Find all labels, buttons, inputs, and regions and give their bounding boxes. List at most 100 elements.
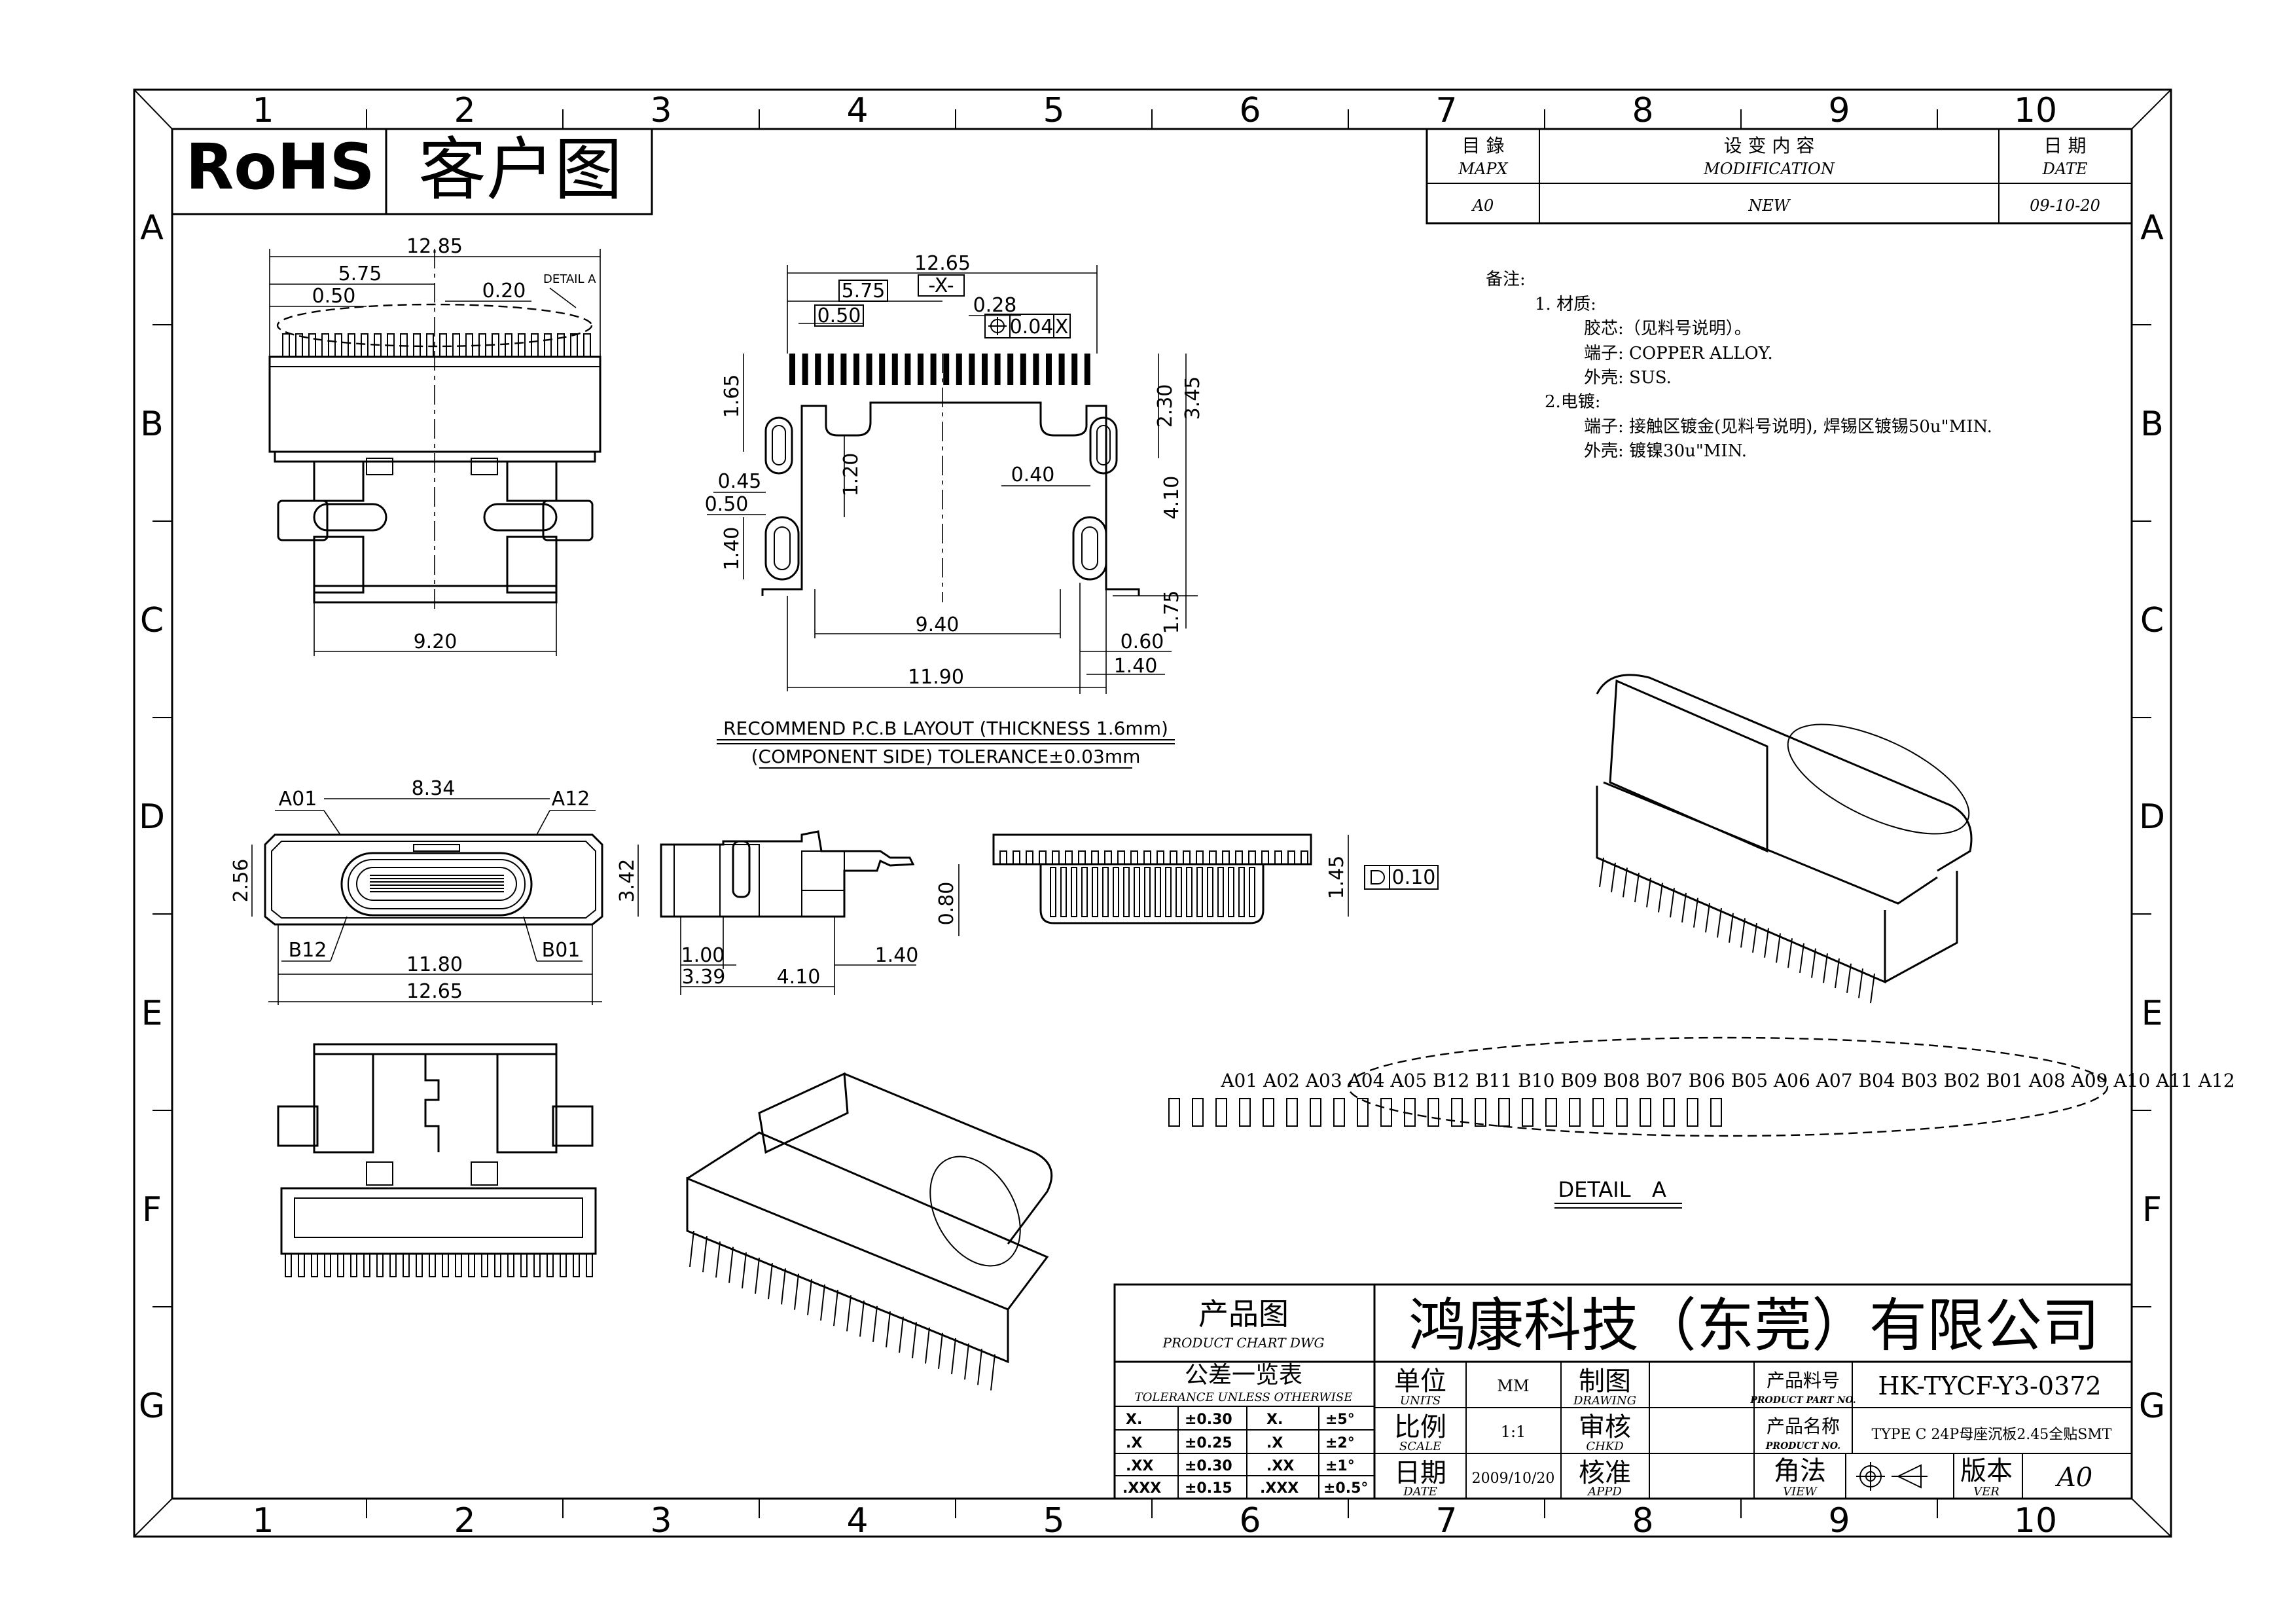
svg-text:端子: COPPER ALLOY.: 端子: COPPER ALLOY. <box>1584 344 1773 363</box>
iso-pin <box>820 1284 825 1321</box>
dim-label: 9.40 <box>916 613 960 636</box>
grid-row: A <box>140 208 164 247</box>
iso-pin <box>859 1300 865 1337</box>
pcb-pad <box>789 354 795 385</box>
pin-label: A12 <box>552 788 590 811</box>
detail-tag: DETAIL A <box>543 272 596 286</box>
detail-pin <box>1663 1098 1675 1127</box>
grid-col: 7 <box>1435 91 1457 130</box>
svg-text:UNITS: UNITS <box>1400 1394 1441 1408</box>
svg-text:胶芯:（见料号说明）。: 胶芯:（见料号说明）。 <box>1584 319 1751 338</box>
bottom-pin <box>442 1253 449 1277</box>
rear-pin <box>1104 850 1112 865</box>
iso-pin <box>1799 943 1804 974</box>
svg-text:VER: VER <box>1973 1485 2000 1499</box>
dim-label: 0.50 <box>312 285 356 308</box>
rear-slot <box>1249 867 1255 917</box>
grid-col: 9 <box>1828 1501 1850 1541</box>
rear-slot <box>1134 867 1140 917</box>
iso-pin <box>964 1343 969 1380</box>
iso-pin <box>1740 918 1746 948</box>
rear-slot <box>1102 867 1109 917</box>
rear-slot <box>1081 867 1088 917</box>
grid-col: 6 <box>1239 1501 1261 1541</box>
dim-label: 0.60 <box>1121 630 1164 653</box>
svg-text:角法: 角法 <box>1774 1456 1826 1486</box>
dim-label: 5.75 <box>842 280 886 302</box>
dim-label: 0.20 <box>482 280 526 302</box>
pin <box>282 333 290 357</box>
dim-label: 1.45 <box>1325 856 1348 900</box>
iso-pin <box>794 1273 799 1310</box>
rear-pin <box>1157 850 1164 865</box>
iso-pin <box>807 1279 812 1315</box>
svg-text:日期: 日期 <box>1394 1458 1446 1488</box>
svg-text:±2°: ±2° <box>1325 1435 1355 1451</box>
side-view: 3.42 0.80 1.00 1.40 3.39 4.10 <box>616 830 960 995</box>
svg-text:日 期: 日 期 <box>2044 135 2087 156</box>
dim-label: 3.39 <box>682 966 726 989</box>
svg-text:±0.30: ±0.30 <box>1185 1458 1232 1474</box>
pcb-pad <box>1046 354 1052 385</box>
iso-pin <box>1823 953 1828 983</box>
iso-pin <box>728 1247 734 1283</box>
pcb-pad <box>918 354 924 385</box>
svg-text:±5°: ±5° <box>1325 1412 1355 1428</box>
rohs-mark: RoHS <box>185 130 374 204</box>
grid-col: 10 <box>2014 1501 2057 1541</box>
bottom-pin <box>363 1253 370 1277</box>
isometric-view-top <box>1596 674 1973 1004</box>
detail-pin <box>1427 1098 1439 1127</box>
part-number: HK-TYCF-Y3-0372 <box>1878 1372 2101 1400</box>
iso-pin <box>1764 928 1769 958</box>
top-view: 12.85 5.75 0.50 0.20 DETAIL A 9.20 <box>268 235 601 656</box>
svg-text:.XXX: .XXX <box>1260 1480 1299 1497</box>
svg-text:±0.30: ±0.30 <box>1185 1412 1232 1428</box>
outer-frame <box>133 88 2172 1538</box>
iso-pin <box>899 1317 904 1353</box>
iso-pin <box>1681 892 1687 923</box>
pcb-tolerance-caption: (COMPONENT SIDE) TOLERANCE±0.03mm <box>751 746 1141 767</box>
svg-text:备注:: 备注: <box>1486 270 1526 289</box>
pcb-pad <box>943 354 950 385</box>
rear-slot <box>1071 867 1077 917</box>
iso-pin <box>1776 933 1781 963</box>
pcb-pad <box>853 354 859 385</box>
iso-pin <box>1670 888 1675 918</box>
bottom-pin <box>455 1253 462 1277</box>
company-name: 鸿康科技（东莞）有限公司 <box>1408 1292 2100 1359</box>
pin-label: B01 <box>542 939 581 962</box>
datum-label: -X- <box>928 274 954 297</box>
iso-pin <box>912 1322 917 1359</box>
iso-pin <box>1729 913 1734 943</box>
dim-label: 2.56 <box>230 859 253 903</box>
detail-pin <box>1192 1098 1204 1127</box>
svg-text:X.: X. <box>1266 1412 1283 1428</box>
grid-col-labels-top: 1 2 3 4 5 6 7 8 9 10 <box>252 91 2057 130</box>
rear-slot <box>1228 867 1234 917</box>
bottom-pin <box>416 1253 423 1277</box>
pcb-pad <box>969 354 975 385</box>
product-name: TYPE C 24P母座沉板2.45全贴SMT <box>1872 1427 2112 1443</box>
iso-pin <box>1870 973 1875 1004</box>
grid-row: G <box>2139 1387 2165 1426</box>
rear-pin <box>1196 850 1204 865</box>
svg-text:DATE: DATE <box>1403 1485 1437 1499</box>
iso-pin <box>1835 958 1840 989</box>
svg-text:审核: 审核 <box>1579 1412 1631 1442</box>
rear-pin <box>1300 850 1308 865</box>
iso-pin <box>886 1311 891 1348</box>
pcb-pad <box>982 354 988 385</box>
rear-slot <box>1060 867 1067 917</box>
bottom-view <box>277 1043 597 1277</box>
svg-text:DATE: DATE <box>2042 160 2088 178</box>
pcb-layout: 12.65 -X- 5.75 0.50 0.28 0.04 X <box>705 252 1204 769</box>
dim-label: 1.40 <box>1114 655 1158 678</box>
iso-pin <box>1717 907 1722 938</box>
rear-pin <box>1130 850 1138 865</box>
dim-label: 3.45 <box>1181 376 1204 420</box>
svg-text:PRODUCT CHART DWG: PRODUCT CHART DWG <box>1162 1335 1325 1351</box>
iso-pin <box>1787 938 1793 968</box>
pcb-pad <box>827 354 834 385</box>
dim-label: 0.80 <box>935 882 958 926</box>
